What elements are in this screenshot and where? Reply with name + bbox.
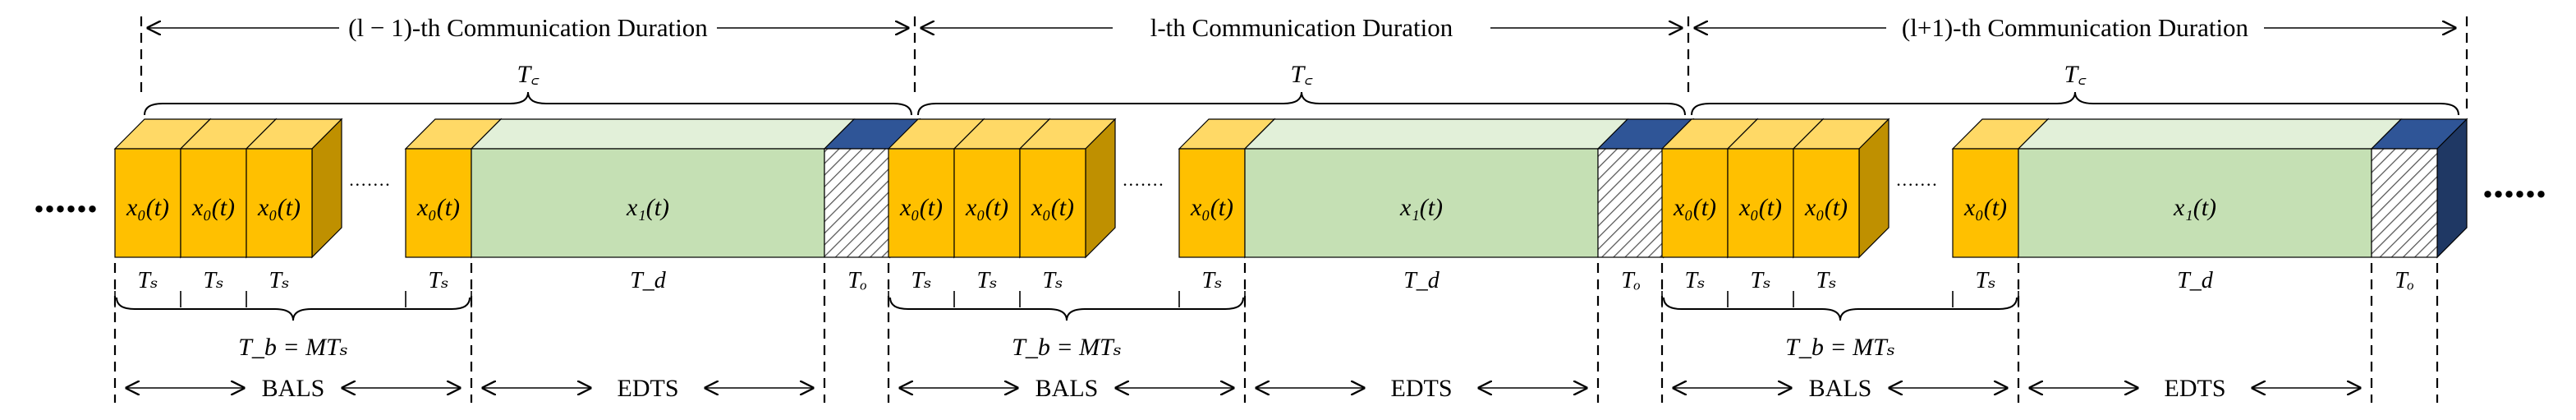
pilot-block-3-front	[246, 148, 313, 258]
td-label: T_d	[2177, 268, 2214, 293]
inner-ellipsis: ·······	[1122, 174, 1164, 195]
data-block-front	[2018, 148, 2372, 258]
data-block-front	[1244, 148, 1599, 258]
tc-brace	[917, 91, 1686, 116]
period-title: (l+1)-th Communication Duration	[1902, 13, 2249, 42]
ts-label: Tₛ	[1750, 268, 1770, 293]
ts-label: Tₛ	[1816, 268, 1836, 293]
pilot-block-label: x₀(t)	[1963, 194, 2007, 221]
ts-label: Tₛ	[1975, 268, 1995, 293]
td-label: T_d	[1403, 268, 1440, 293]
ts-label: Tₛ	[911, 268, 931, 293]
ts-label: Tₛ	[428, 268, 448, 293]
pilot-block-last-front	[405, 148, 472, 258]
data-block-label: x₁(t)	[1399, 194, 1443, 221]
pilot-block-label: x₀(t)	[1738, 194, 1782, 221]
right-ellipsis: ......	[2482, 160, 2546, 207]
overhead-block-front	[824, 148, 891, 258]
overhead-block-front	[1597, 148, 1665, 258]
ts-label: Tₛ	[203, 268, 223, 293]
tb-label: T_b = MTₛ	[238, 334, 348, 361]
ts-label: Tₛ	[976, 268, 997, 293]
edts-label: EDTS	[618, 375, 679, 402]
tb-brace	[889, 297, 1244, 321]
pilot-block-3	[245, 118, 343, 259]
tc-label: T꜀	[517, 61, 540, 88]
pilot-block-label: x₀(t)	[126, 194, 169, 221]
pilot-block-2-front	[180, 148, 247, 258]
pilot-block-label: x₀(t)	[1190, 194, 1233, 221]
ts-label: Tₛ	[1684, 268, 1705, 293]
ts-label: Tₛ	[269, 268, 289, 293]
ts-label: Tₛ	[1201, 268, 1222, 293]
data-block-label: x₁(t)	[2173, 194, 2216, 221]
pilot-block-2-front	[953, 148, 1021, 258]
pilot-block-label: x₀(t)	[965, 194, 1008, 221]
period-title: l-th Communication Duration	[1150, 13, 1453, 42]
pilot-block-label: x₀(t)	[899, 194, 943, 221]
pilot-block-last-front	[1952, 148, 2019, 258]
tc-label: T꜀	[1290, 61, 1313, 88]
td-label: T_d	[630, 268, 667, 293]
pilot-block-label: x₀(t)	[191, 194, 235, 221]
tb-label: T_b = MTₛ	[1785, 334, 1895, 361]
bals-label: BALS	[1035, 375, 1099, 402]
inner-ellipsis: ·······	[348, 174, 390, 195]
tc-brace	[1691, 91, 2459, 116]
data-block-top	[1243, 118, 1629, 150]
pilot-block-label: x₀(t)	[416, 194, 460, 221]
pilot-block-3-front	[1019, 148, 1086, 258]
pilot-block-2-front	[1727, 148, 1794, 258]
tc-brace	[144, 91, 912, 116]
ts-label: Tₛ	[137, 268, 158, 293]
bals-label: BALS	[262, 375, 325, 402]
tb-brace	[116, 297, 471, 321]
data-block-label: x₁(t)	[626, 194, 669, 221]
inner-ellipsis: ·······	[1895, 174, 1937, 195]
to-label: Tₒ	[847, 268, 867, 293]
period-title: (l − 1)-th Communication Duration	[348, 13, 708, 42]
pilot-block-1-front	[114, 148, 181, 258]
pilot-block-3-front	[1793, 148, 1860, 258]
pilot-block-3	[1018, 118, 1117, 259]
pilot-block-label: x₀(t)	[1673, 194, 1716, 221]
pilot-block-label: x₀(t)	[257, 194, 301, 221]
tb-brace	[1663, 297, 2018, 321]
pilot-block-last-front	[1178, 148, 1246, 258]
ts-label: Tₛ	[1042, 268, 1063, 293]
overhead-block-front	[2371, 148, 2438, 258]
tb-label: T_b = MTₛ	[1012, 334, 1122, 361]
bals-label: BALS	[1809, 375, 1872, 402]
tc-label: T꜀	[2064, 61, 2087, 88]
data-block-top	[2017, 118, 2403, 150]
pilot-block-label: x₀(t)	[1031, 194, 1074, 221]
to-label: Tₒ	[2395, 268, 2414, 293]
pilot-block-label: x₀(t)	[1804, 194, 1848, 221]
edts-label: EDTS	[2165, 375, 2226, 402]
edts-label: EDTS	[1391, 375, 1453, 402]
data-block-top	[470, 118, 856, 150]
left-ellipsis: ......	[34, 175, 98, 222]
to-label: Tₒ	[1621, 268, 1641, 293]
pilot-block-3	[1792, 118, 1890, 259]
